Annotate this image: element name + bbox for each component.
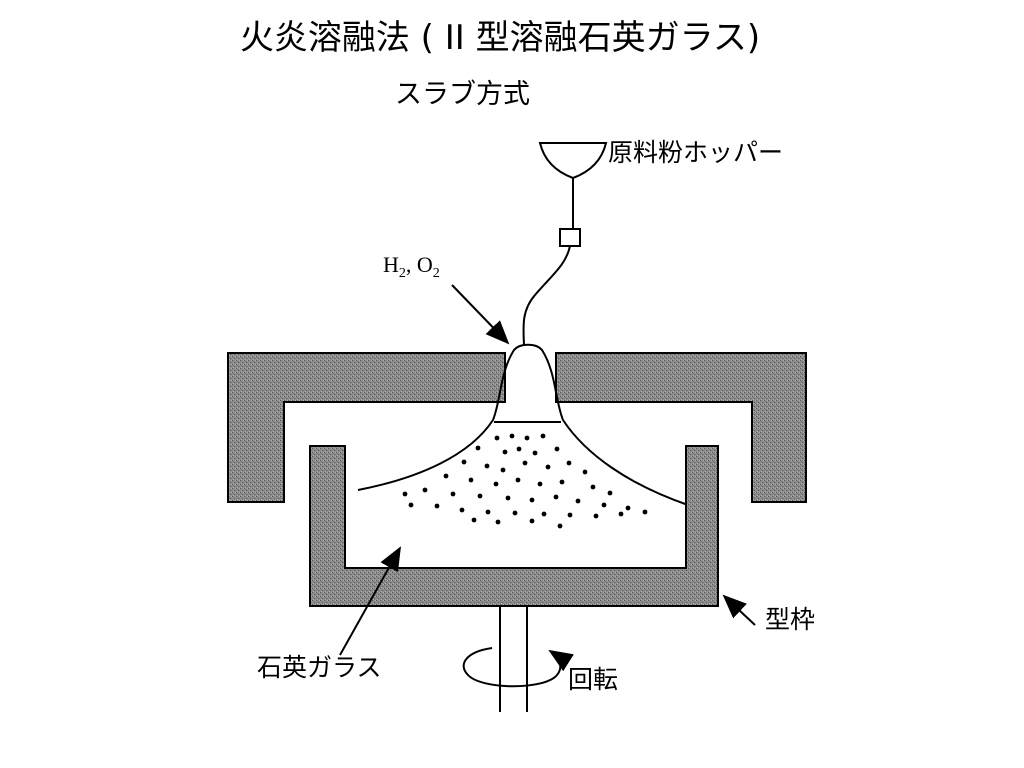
mold-arrow <box>722 594 756 626</box>
quartz-glass-arrow <box>339 546 401 656</box>
powder-particles <box>402 433 648 529</box>
rotation-arrow-icon <box>462 647 574 688</box>
furnace-cover-right <box>555 352 807 503</box>
gas-label: H2, O2 <box>383 252 440 281</box>
burner-flame <box>357 343 689 506</box>
hopper-label: 原料粉ホッパー <box>608 138 783 167</box>
page-subtitle: スラブ方式 <box>395 79 530 110</box>
rotation-label: 回転 <box>568 665 618 694</box>
svg-text:H2, O2: H2, O2 <box>383 252 440 281</box>
gas-arrow <box>451 284 510 345</box>
feed-tube <box>522 245 571 346</box>
mold-frame <box>309 445 719 607</box>
valve-icon <box>559 228 581 247</box>
rotation-shaft <box>499 606 528 712</box>
mold-label: 型枠 <box>765 605 815 634</box>
page-title: 火炎溶融法 ( II 型溶融石英ガラス) <box>239 18 761 58</box>
furnace-cover-left <box>227 352 506 503</box>
quartz-glass-label: 石英ガラス <box>257 653 382 682</box>
hopper-icon <box>538 142 608 229</box>
